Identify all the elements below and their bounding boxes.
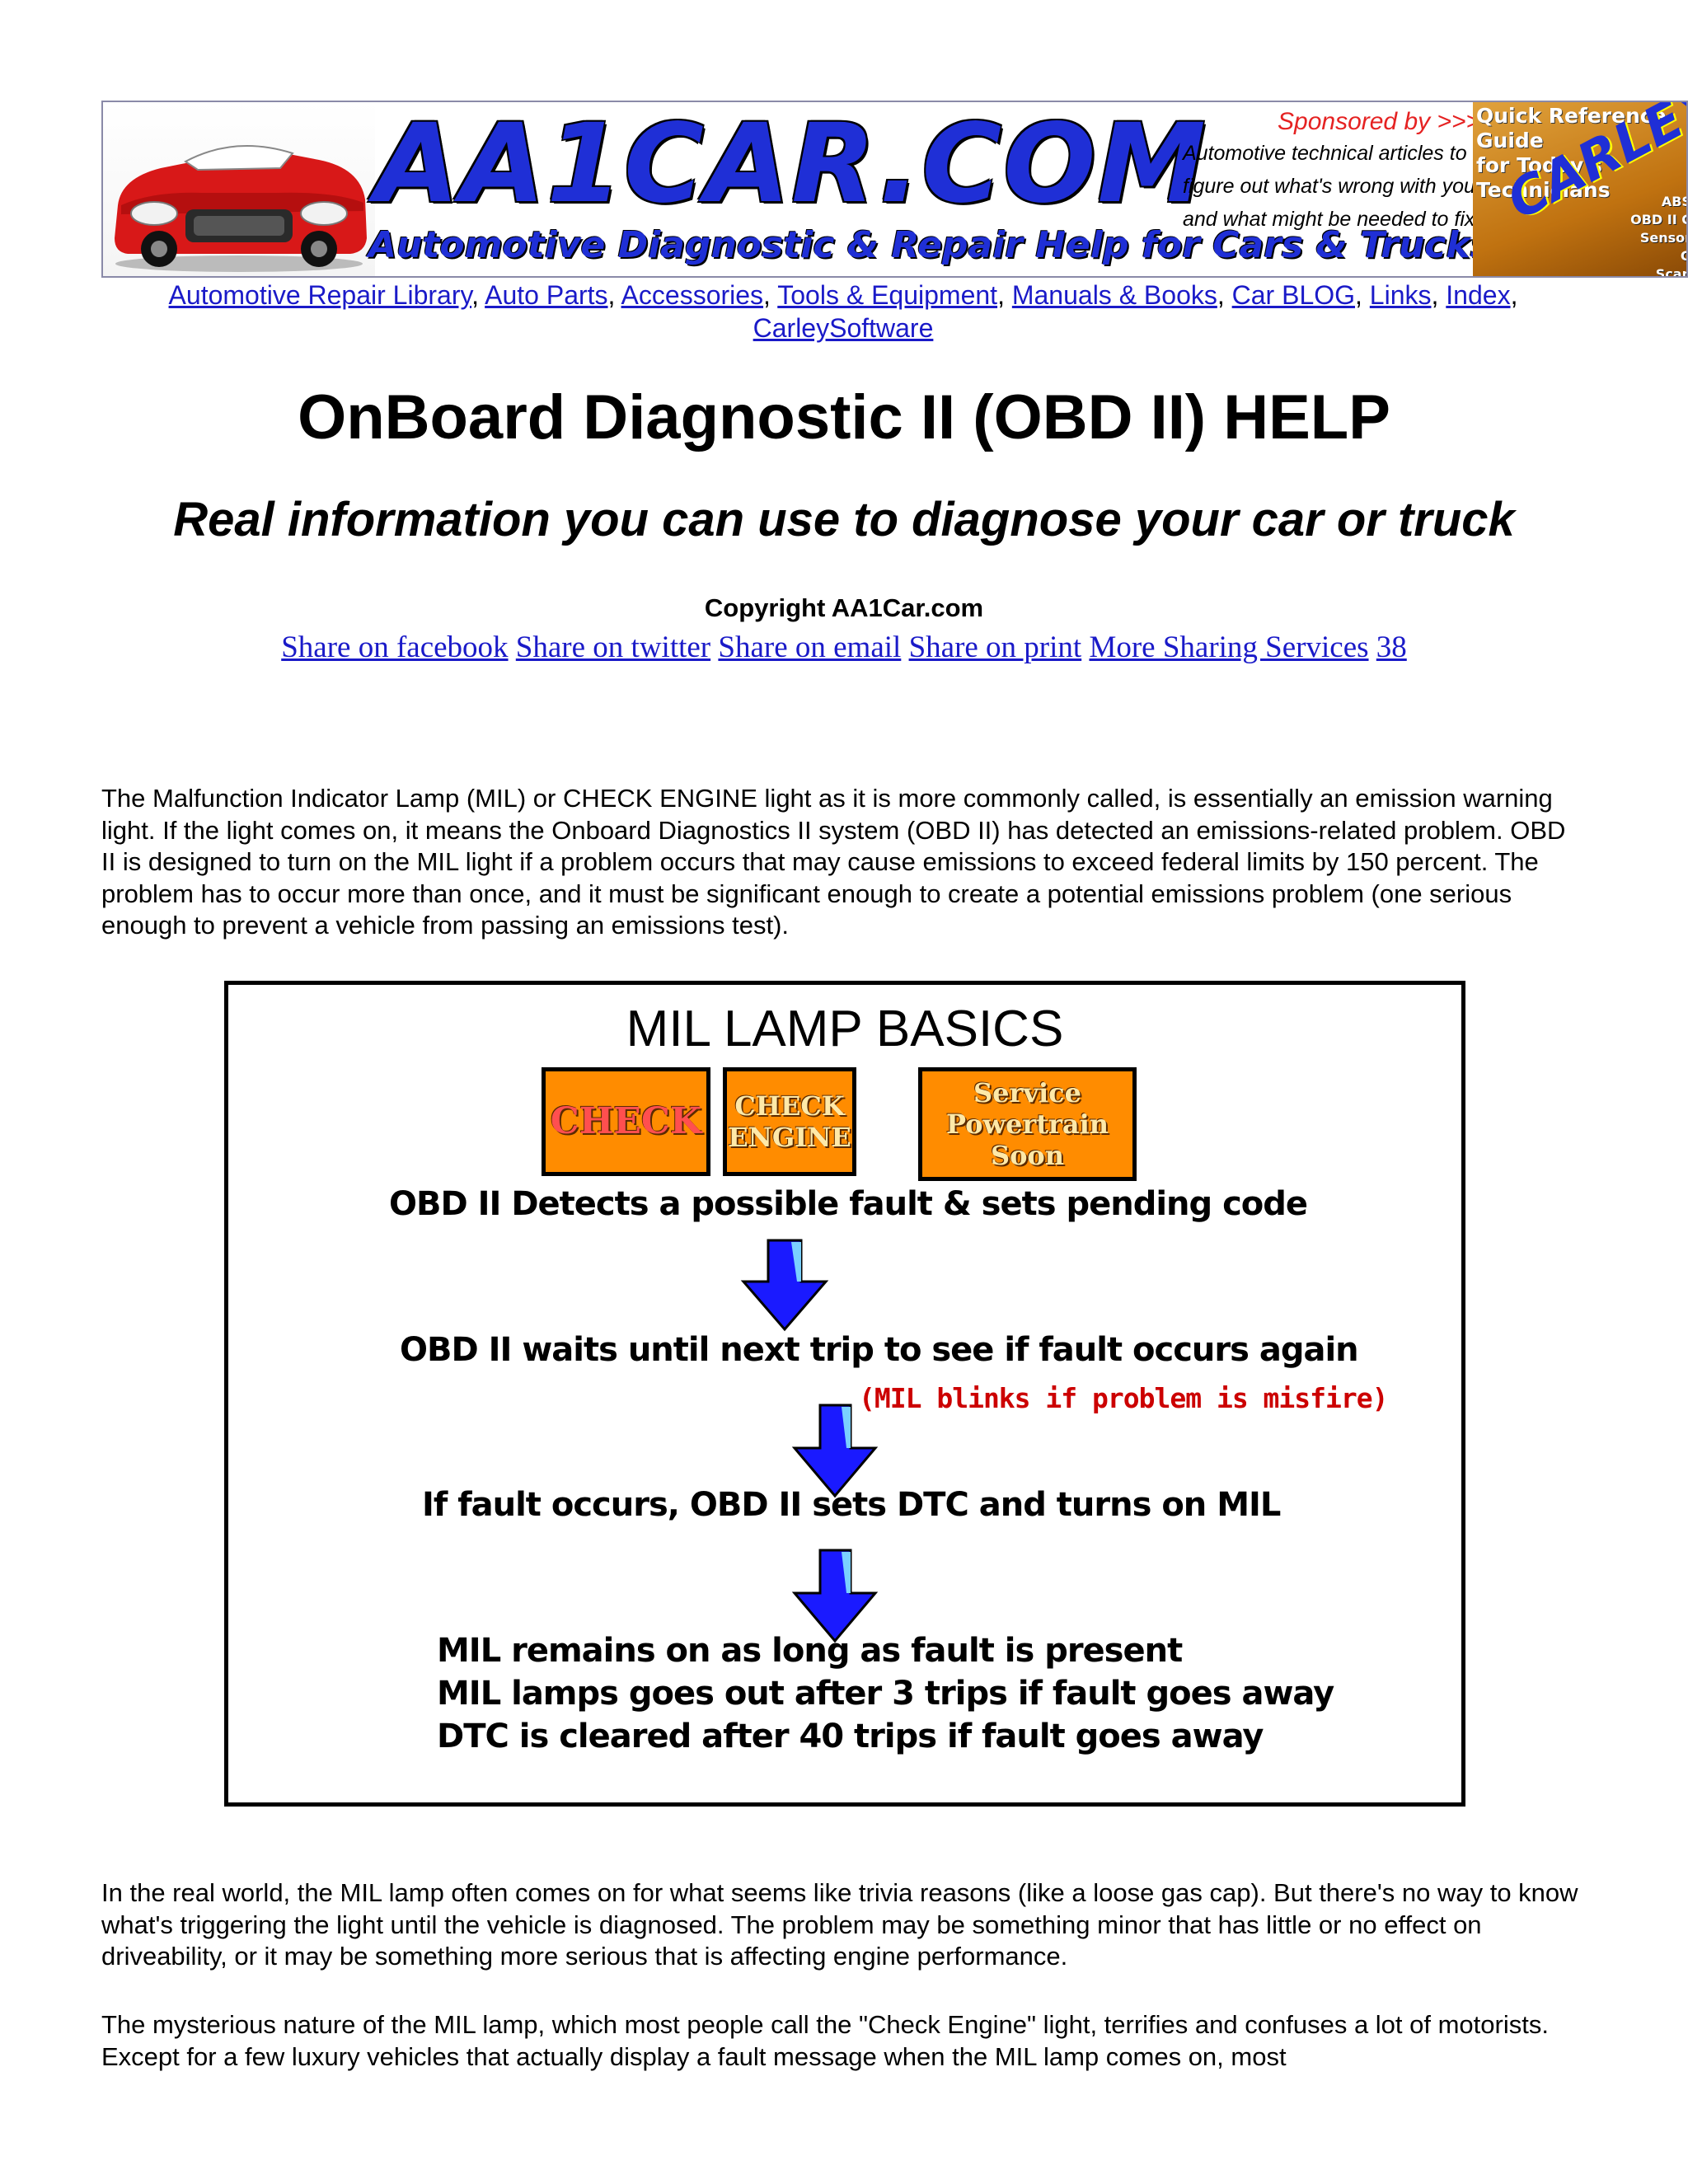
service-powertrain-lamp: Service Powertrain Soon	[918, 1067, 1137, 1181]
sponsor-line: and what might be needed to fix it...	[1183, 208, 1508, 231]
down-arrow-icon	[791, 1549, 879, 1643]
carley-ad-line: Technicians	[1476, 178, 1611, 202]
copyright-notice: Copyright AA1Car.com	[704, 593, 984, 622]
carley-ad-line: for Today's	[1476, 153, 1602, 177]
nav-link-auto-parts[interactable]: Auto Parts	[485, 280, 608, 310]
nav-link-index[interactable]: Index	[1446, 280, 1511, 310]
site-banner[interactable]: AA1CAR.COM Automotive Diagnostic & Repai…	[101, 101, 1688, 278]
share-facebook-link[interactable]: Share on facebook	[281, 630, 509, 664]
top-nav: Automotive Repair Library, Auto Parts, A…	[168, 280, 1518, 343]
site-logo[interactable]: AA1CAR.COM	[375, 101, 1207, 227]
carley-ad-feature: OBD II C	[1630, 212, 1688, 227]
diagram-step: OBD II Detects a possible fault & sets p…	[389, 1185, 1308, 1223]
share-email-link[interactable]: Share on email	[718, 630, 902, 664]
nav-link-repair-library[interactable]: Automotive Repair Library	[168, 280, 472, 310]
carley-ad-line: Quick Reference Guide	[1476, 104, 1667, 152]
nav-link-car-blog[interactable]: Car BLOG	[1231, 280, 1356, 310]
nav-link-links[interactable]: Links	[1369, 280, 1432, 310]
check-engine-lamp: CHECK ENGINE	[723, 1067, 856, 1176]
nav-link-carley-software[interactable]: CarleySoftware	[753, 313, 934, 343]
down-arrow-icon	[740, 1239, 829, 1332]
carley-ad-heading: Quick Reference Guide for Today's Techni…	[1476, 104, 1686, 203]
mil-lamp-basics-diagram: MIL LAMP BASICS CHECK CHECK ENGINE Servi…	[224, 981, 1465, 1807]
check-lamp: CHECK	[542, 1067, 710, 1176]
more-sharing-link[interactable]: More Sharing Services	[1089, 630, 1369, 664]
carley-ad-feature: Sensor G	[1639, 230, 1688, 264]
site-tagline: Automotive Diagnostic & Repair Help for …	[368, 224, 1492, 266]
share-bar: Share on facebook Share on twitter Share…	[0, 628, 1688, 668]
share-count-link[interactable]: 38	[1376, 630, 1407, 664]
nav-link-accessories[interactable]: Accessories	[621, 280, 764, 310]
body-paragraph: The mysterious nature of the MIL lamp, w…	[101, 2010, 1549, 2071]
diagram-step: If fault occurs, OBD II sets DTC and tur…	[422, 1486, 1281, 1524]
red-car-image	[103, 102, 375, 276]
diagram-final-line: MIL remains on as long as fault is prese…	[437, 1632, 1183, 1670]
share-print-link[interactable]: Share on print	[908, 630, 1082, 664]
share-twitter-link[interactable]: Share on twitter	[515, 630, 711, 664]
diagram-final-line: DTC is cleared after 40 trips if fault g…	[437, 1718, 1264, 1755]
diagram-final-block: MIL remains on as long as fault is prese…	[437, 1629, 1334, 1758]
page-subtitle: Real information you can use to diagnose…	[173, 493, 1515, 546]
carley-software-ad[interactable]: Quick Reference Guide for Today's Techni…	[1473, 102, 1688, 276]
diagram-title: MIL LAMP BASICS	[626, 1001, 1064, 1057]
carley-ad-features: ABS OBD II C Sensor G Scan Tool Compa	[1629, 193, 1688, 276]
diagram-step: OBD II waits until next trip to see if f…	[400, 1331, 1359, 1369]
nav-link-tools[interactable]: Tools & Equipment	[777, 280, 998, 310]
down-arrow-icon	[791, 1404, 879, 1498]
carley-ad-feature: Scan Tool Compa	[1655, 266, 1688, 276]
page-title: OnBoard Diagnostic II (OBD II) HELP	[298, 382, 1390, 452]
body-paragraph: In the real world, the MIL lamp often co…	[101, 1878, 1578, 1971]
flow-arrows	[740, 1239, 879, 1643]
carley-ad-feature: ABS	[1661, 194, 1686, 209]
diagram-final-line: MIL lamps goes out after 3 trips if faul…	[437, 1675, 1334, 1713]
misfire-note: (MIL blinks if problem is misfire)	[859, 1382, 1389, 1414]
nav-link-manuals[interactable]: Manuals & Books	[1011, 280, 1217, 310]
intro-paragraph: The Malfunction Indicator Lamp (MIL) or …	[101, 784, 1566, 940]
